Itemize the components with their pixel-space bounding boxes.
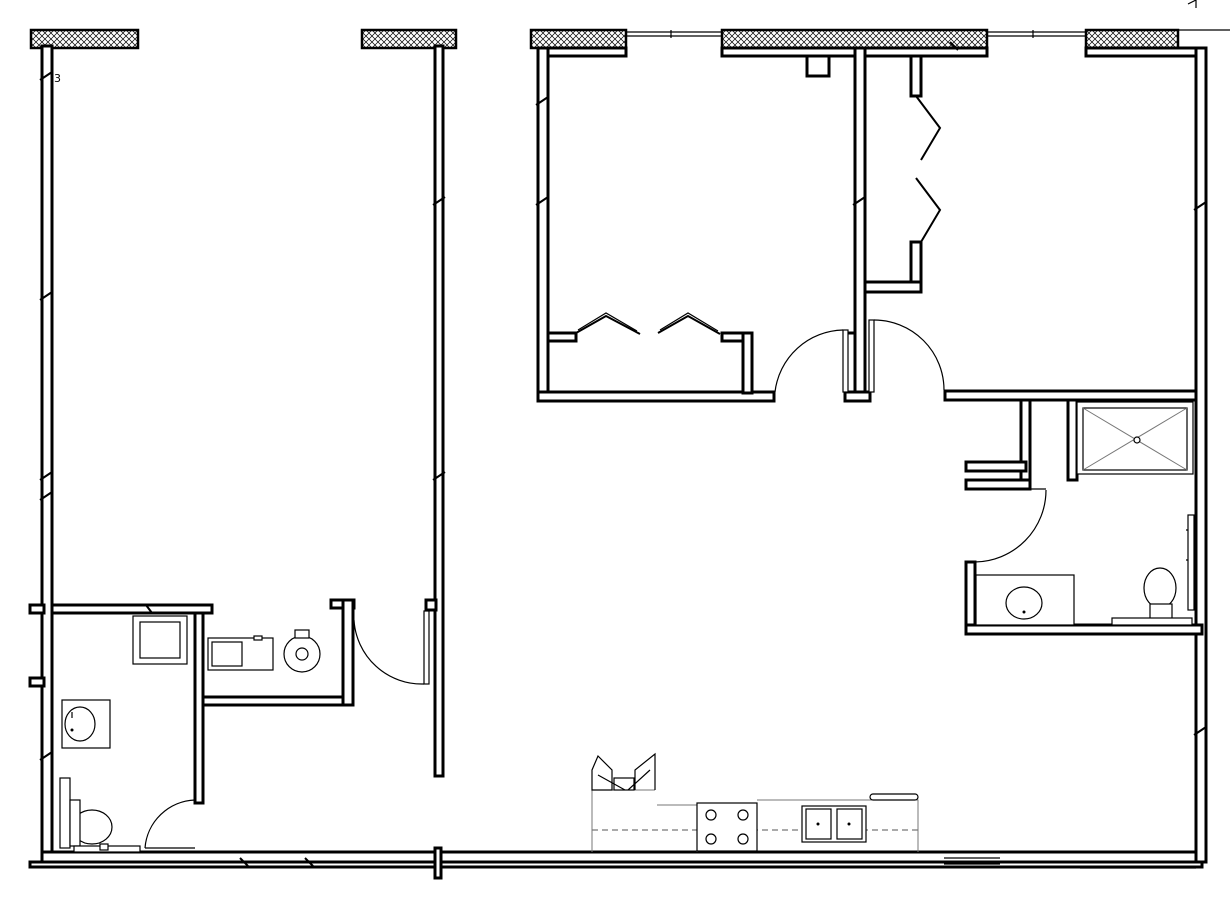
- washer-icon: [132, 615, 188, 665]
- ext-wall-2: [360, 28, 458, 50]
- closet-door-swing: [353, 619, 425, 685]
- bath-right-door-swing: [974, 489, 1047, 563]
- range-icon: [696, 802, 758, 852]
- bath-door-swing: [144, 799, 196, 849]
- ext-wall-4: [720, 28, 989, 50]
- exterior-wall-segments: [29, 0, 1230, 50]
- room-tag: 3: [54, 72, 61, 85]
- ext-wall-5: [1084, 28, 1180, 50]
- bedroom1-door-swing: [774, 329, 844, 393]
- ext-wall-1: [29, 28, 140, 50]
- ext-wall-3: [529, 28, 628, 50]
- sink-icon: [801, 805, 867, 843]
- refrigerator-icon: [591, 752, 656, 791]
- bedroom2-door-swing: [873, 319, 945, 391]
- sink-icon: [61, 699, 111, 749]
- right-unit-walls: [536, 46, 1208, 864]
- toilet-icon: [1111, 567, 1193, 626]
- bifold-door-bedroom2: [915, 95, 942, 243]
- bifold-door-bedroom1: [575, 312, 721, 335]
- toilet-icon: [59, 777, 113, 849]
- wall-ticks: [39, 41, 1207, 867]
- dryer-icon: [207, 635, 274, 671]
- sink-icon: [975, 574, 1075, 626]
- water-heater-icon: [283, 629, 321, 673]
- shower-icon: [1076, 401, 1194, 475]
